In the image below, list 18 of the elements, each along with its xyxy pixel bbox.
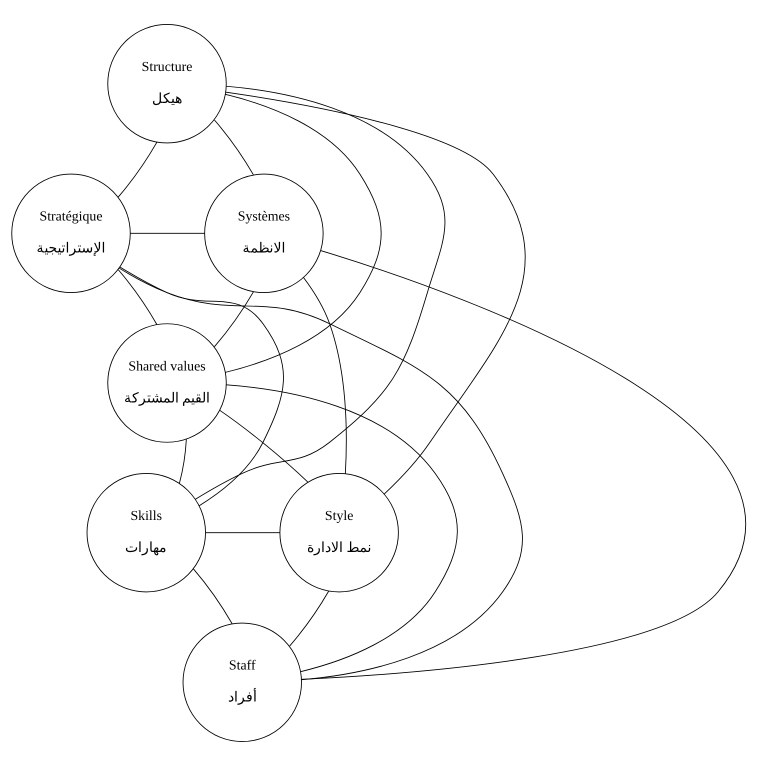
connector [118, 267, 523, 680]
connector [118, 141, 158, 197]
connector [226, 91, 526, 494]
connector [214, 290, 254, 347]
connector [205, 532, 280, 533]
connector [289, 590, 330, 646]
connector [224, 93, 382, 372]
connector [301, 250, 746, 680]
connector [194, 85, 446, 500]
connector [130, 232, 205, 234]
connector [214, 119, 254, 175]
connector [118, 268, 158, 324]
connector [193, 568, 233, 624]
connector [119, 266, 284, 506]
connector [303, 276, 347, 474]
connector [226, 384, 458, 672]
connector [219, 409, 308, 482]
connector [178, 438, 187, 484]
